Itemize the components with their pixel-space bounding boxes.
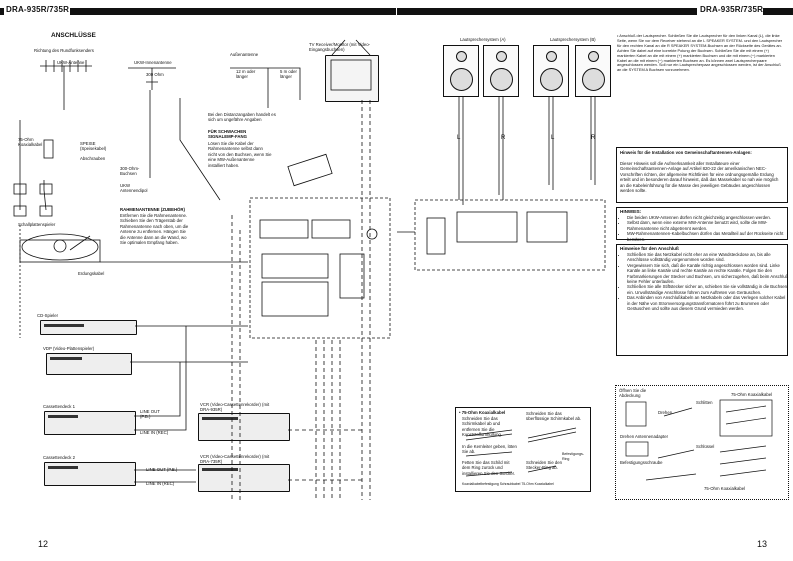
- speise-label: SPEISE (Speisekabel): [80, 141, 107, 152]
- hinweis-list: Die beiden UKW-Antennen dürfen nicht gle…: [620, 215, 789, 242]
- buchsen-300-label: 300-Ohm-Buchsen: [120, 166, 140, 177]
- rahmen-title: RAHMENANTENNE (ZUBEHÖR): [120, 207, 185, 212]
- anschluss-item: Das Anbinden von Anschlußkabeln an Netzk…: [627, 295, 789, 311]
- cd-label: CD-Spieler: [37, 313, 59, 318]
- vcr1-label: VCR (Video-Cassettenrekorder) (mit DRA-9…: [200, 402, 270, 413]
- speaker-a-right: [483, 45, 519, 97]
- ukw-dipol-label: UKW Antennendipol: [120, 183, 148, 194]
- koax-step-1: Schneiden Sie das Schirmkabel ab und ent…: [462, 416, 503, 438]
- ukw-innenantenne-label: UKW-Innenantenne: [134, 60, 172, 65]
- line-out-2: LINE OUT (P.B.): [146, 467, 178, 472]
- koax-box-title: • 75-Ohm Koaxialkabel: [459, 410, 506, 415]
- vcr-2: [198, 464, 290, 492]
- line-out-1: LINE OUT (P.B.): [140, 409, 160, 420]
- koax-step-6: Koaxialkabelbefestigung Schraubkabel 75-…: [462, 482, 554, 486]
- speaker-b-right: [575, 45, 611, 97]
- vcr-1: [198, 413, 290, 441]
- model-label-right: DRA-935R/735R: [700, 5, 764, 14]
- hinweis-item: MW-Rahmenantennen-Kabelbuchsen dürfen da…: [627, 231, 789, 242]
- hinweis-title: HINWEIS:: [620, 209, 642, 214]
- line-in-1: LINE IN (REC): [140, 430, 169, 435]
- mw-title: FÜR SCHWACHEN SIGNALEMP-FANG: [208, 129, 247, 140]
- speaker-b-left: [533, 45, 569, 97]
- adapter-koax-label: 75-Ohm Koaxialkabel: [731, 392, 773, 397]
- adapter-instructions-box: Öffnen Sie die Abdeckung 75-Ohm Koaxialk…: [615, 385, 789, 500]
- anschluss-item: Schließen Sie alle Stiftstecker sicher a…: [627, 284, 789, 295]
- adapter-title: Öffnen Sie die Abdeckung: [619, 388, 647, 399]
- dist-12m-label: 12 m oder länger: [236, 69, 256, 80]
- rundfunk-label: Richtung des Rundfunksenders: [34, 48, 94, 53]
- page-number-left: 12: [38, 539, 49, 549]
- adapter-drehen-label: Drehen: [658, 410, 673, 415]
- adapter-koax2-label: 75-Ohm Koaxialkabel: [704, 486, 746, 491]
- koax-75-label: 75-Ohm Koaxialkabel: [18, 137, 43, 148]
- koax-step-2: Schneiden Sie das überflüssige Schirmkab…: [526, 411, 582, 422]
- adapter-schluessel-label: Schlüssel: [696, 444, 715, 449]
- ground-title: Hinweis für die Installation von Gemeins…: [620, 150, 752, 155]
- header-bar-right: [397, 8, 697, 15]
- koax-step-4: Fetten Sie das Schild mit dem Ring zurüc…: [462, 460, 516, 476]
- speaker-text: • Anschluß der Lautsprecher. Schließen S…: [617, 33, 783, 73]
- koax-steps-drawing: [465, 427, 577, 477]
- hinweis-item: Selbst dann, wenn eine externe MW-Antenn…: [627, 220, 789, 231]
- hinweis-item: Die beiden UKW-Antennen dürfen nicht gle…: [627, 215, 789, 220]
- cassette1-label: Cassettendeck 1: [43, 404, 76, 409]
- lautsprecher-b-label: Lautsprechersystem (B): [550, 37, 596, 42]
- dist-5m-label: 5 m oder länger: [280, 69, 297, 80]
- model-label-left: DRA-935R/735R: [6, 5, 70, 14]
- header-bar-right-end: [763, 8, 793, 15]
- adapter-schlitten-label: Schlitten: [696, 400, 713, 405]
- cd-player: [40, 320, 137, 335]
- abschrauben-label: Abschrauben: [80, 156, 106, 161]
- befestigung-label: Befestigungs-Ring: [562, 452, 584, 462]
- line-in-2: LINE IN (REC): [146, 481, 175, 486]
- cassette-deck-1: [44, 411, 136, 435]
- right-wiring-diagram: [397, 96, 606, 271]
- erdungskabel-label: Erdungskabel: [78, 271, 105, 276]
- left-wiring-diagram: [13, 39, 391, 500]
- vdp-player: [46, 353, 132, 375]
- koax-step-3: In die Kernleiter geben, löten Sie ab.: [462, 444, 517, 455]
- koax-step-5: Schneiden Sie den Stecker-Ring ab.: [526, 460, 563, 471]
- cassette2-label: Cassettendeck 2: [43, 455, 76, 460]
- header-bar-left: [70, 8, 396, 15]
- adapter-drawing: [625, 399, 773, 481]
- anschluss-title: Hinweise für den Anschluß: [620, 246, 679, 251]
- tv-label: TV Receiver/Monitor (mit Video-Eingangsb…: [309, 42, 371, 53]
- mw-text: Lösen Sie die Kabel der Rahmenantenne se…: [208, 141, 272, 168]
- plattenspieler-label: Schallplattenspieler: [18, 222, 56, 227]
- vdp-label: VDP (Video-Plattenspieler): [43, 346, 95, 351]
- rahmen-text: Entfernen Sie die Rahmenantenne. Schiebe…: [120, 213, 189, 246]
- page-title: ANSCHLÜSSE: [51, 32, 96, 39]
- ground-text: Dieser Hinweis soll die Aufmerksamkeit a…: [620, 161, 779, 194]
- lautsprecher-a-label: Lautsprechersystem (A): [460, 37, 506, 42]
- hinweis-box: HINWEIS: Die beiden UKW-Antennen dürfen …: [616, 207, 789, 242]
- speaker-a-left: [443, 45, 479, 97]
- anschluss-item: Vergewissern Sie sich, daß die Kanäle ri…: [627, 263, 789, 285]
- left-page: DRA-935R/735R ANSCHLÜSSE Richtung des Ru…: [0, 0, 396, 561]
- adapter-antennen-label: Drehen Antennenadapter: [620, 434, 669, 439]
- page-number-right: 13: [757, 539, 768, 549]
- header-bar-left-start: [0, 8, 4, 15]
- ukw-antenne-label: UKW-Antenne: [57, 60, 85, 65]
- adapter-befestigung-label: Befestigungsschraube: [620, 460, 663, 465]
- ohm300-label: 300 Ohm: [146, 72, 164, 77]
- dist-note: Bei den Distanzangaben handelt es sich u…: [208, 112, 276, 123]
- koax-instructions-box: • 75-Ohm Koaxialkabel Schneiden Sie das …: [455, 407, 591, 492]
- vcr2-label: VCR (Video-Cassettenrekorder) (mit DRA-7…: [200, 454, 270, 465]
- ground-note-box: Hinweis für die Installation von Gemeins…: [616, 147, 788, 203]
- anschluss-box: Hinweise für den Anschluß Schließen Sie …: [616, 244, 788, 356]
- right-page: DRA-935R/735R Lautsprechersystem (A) Lau…: [397, 0, 793, 561]
- cassette-deck-2: [44, 462, 136, 486]
- anschluss-item: Schließen Sie das Netzkabel nicht eher a…: [627, 252, 789, 263]
- label-b-r: R: [591, 135, 596, 141]
- aussenantenne-label: Außenantenne: [230, 52, 259, 57]
- tv-monitor: [325, 55, 379, 102]
- anschluss-list: Schließen Sie das Netzkabel nicht eher a…: [620, 252, 789, 311]
